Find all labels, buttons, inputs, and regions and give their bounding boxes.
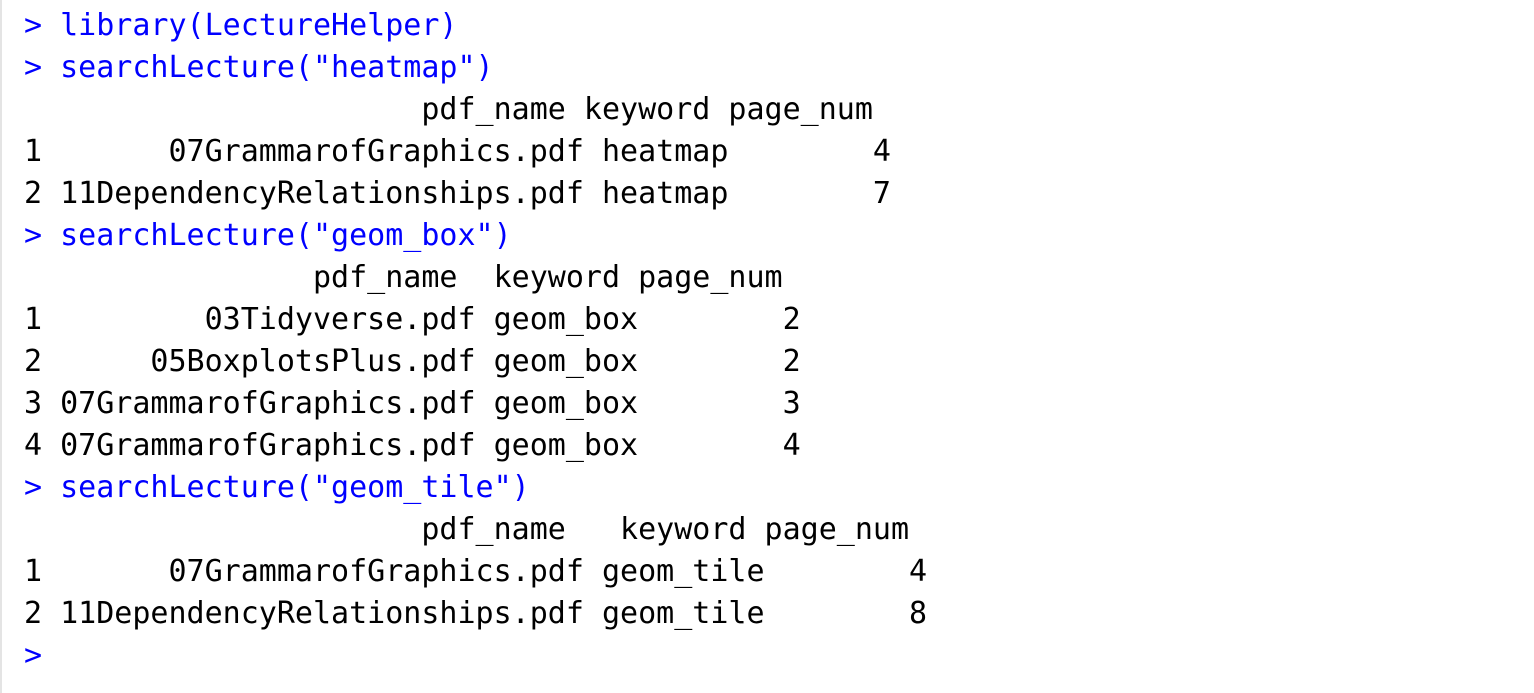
output-row: 2 11DependencyRelationships.pdf geom_til…	[24, 596, 928, 631]
command-line-search-geom-box: > searchLecture("geom_box")	[24, 218, 512, 253]
command-line-library: > library(LectureHelper)	[24, 8, 458, 43]
output-row: 4 07GrammarofGraphics.pdf geom_box 4	[24, 428, 801, 463]
output-header-geom-box: pdf_name keyword page_num	[24, 260, 783, 295]
output-row: 1 07GrammarofGraphics.pdf geom_tile 4	[24, 554, 928, 589]
console-input-prompt[interactable]: >	[24, 638, 43, 673]
output-row: 3 07GrammarofGraphics.pdf geom_box 3	[24, 386, 801, 421]
output-header-heatmap: pdf_name keyword page_num	[24, 92, 873, 127]
output-row: 2 11DependencyRelationships.pdf heatmap …	[24, 176, 891, 211]
output-header-geom-tile: pdf_name keyword page_num	[24, 512, 910, 547]
output-row: 1 07GrammarofGraphics.pdf heatmap 4	[24, 134, 891, 169]
output-row: 2 05BoxplotsPlus.pdf geom_box 2	[24, 344, 801, 379]
command-line-search-geom-tile: > searchLecture("geom_tile")	[24, 470, 530, 505]
console-output: > library(LectureHelper) > searchLecture…	[24, 5, 927, 677]
command-line-search-heatmap: > searchLecture("heatmap")	[24, 50, 494, 85]
output-row: 1 03Tidyverse.pdf geom_box 2	[24, 302, 801, 337]
